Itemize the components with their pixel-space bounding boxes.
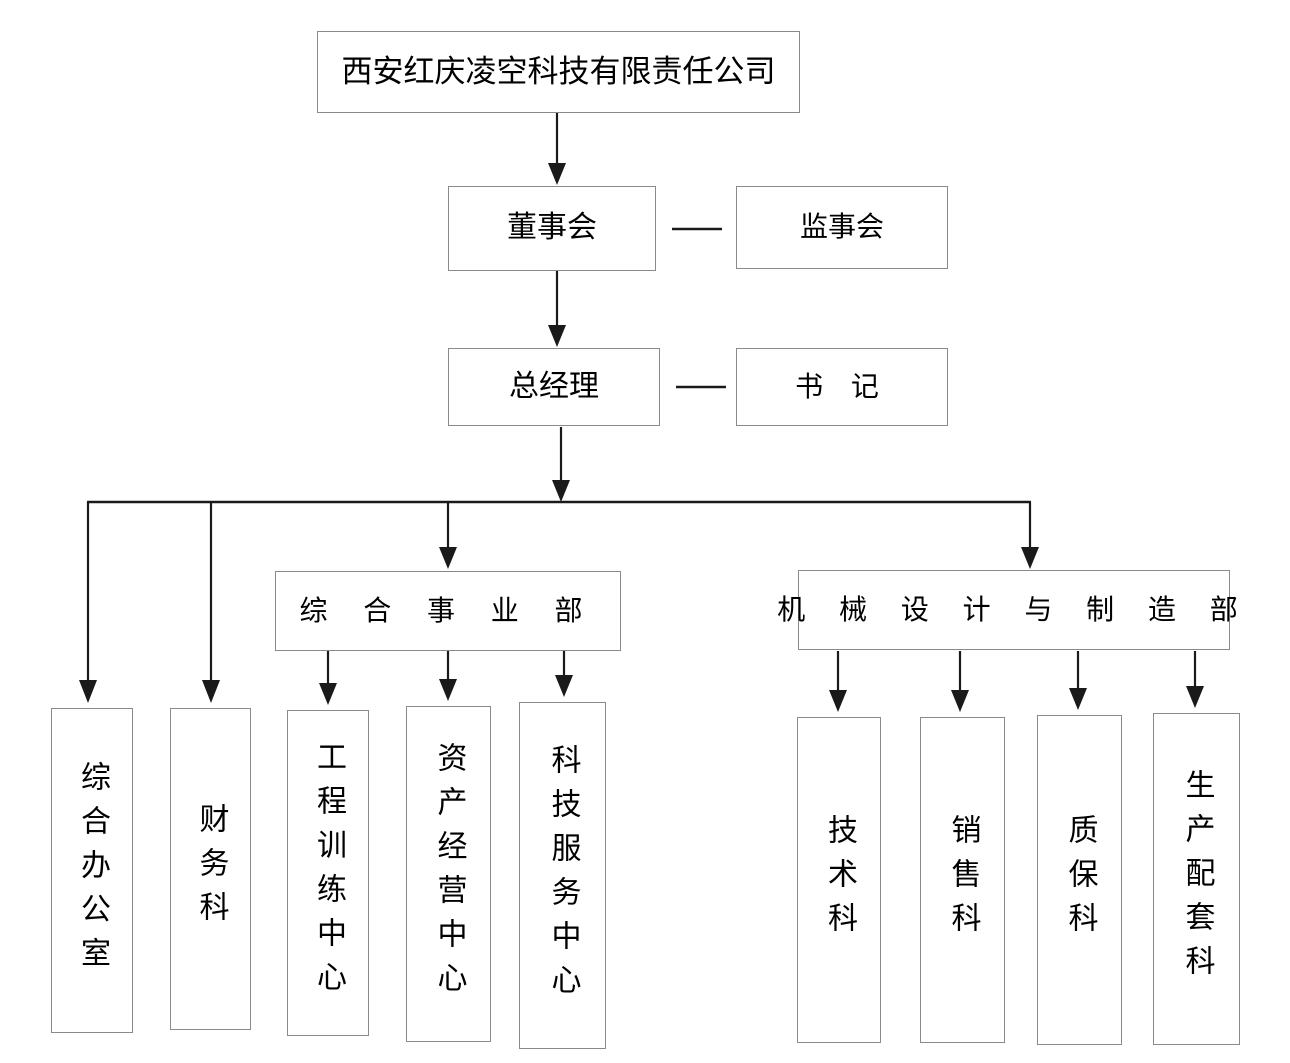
edge-bus-to-general-office — [79, 502, 97, 703]
node-quality-assurance-section[interactable]: 质保科 — [1037, 715, 1122, 1045]
node-sales-section-label: 销售科 — [946, 814, 980, 946]
node-general-office[interactable]: 综合办公室 — [51, 708, 133, 1033]
edge-bus-to-finance — [202, 502, 220, 703]
edge-dept-comprehensive-to-engineering-training — [319, 651, 337, 705]
node-general-manager-label: 总经理 — [509, 369, 599, 403]
node-department-mechanical-label: 机 械 设 计 与 制 造 部 — [777, 593, 1251, 625]
node-asset-management-center[interactable]: 资产经营中心 — [406, 706, 491, 1042]
node-engineering-training-center[interactable]: 工程训练中心 — [287, 710, 369, 1036]
node-tech-service-center-label: 科技服务中心 — [546, 743, 580, 1008]
node-party-secretary[interactable]: 书 记 — [736, 348, 948, 426]
node-department-comprehensive[interactable]: 综 合 事 业 部 — [275, 571, 621, 651]
edge-board-to-gm — [548, 271, 566, 347]
node-technology-section[interactable]: 技术科 — [797, 717, 881, 1043]
node-party-secretary-label: 书 记 — [795, 370, 889, 402]
edge-dept-mechanical-to-sales — [951, 651, 969, 712]
node-general-office-label: 综合办公室 — [76, 760, 109, 981]
edge-dept-comprehensive-to-tech-service — [555, 651, 573, 697]
node-tech-service-center[interactable]: 科技服务中心 — [519, 702, 606, 1049]
node-department-comprehensive-label: 综 合 事 业 部 — [299, 594, 597, 626]
node-board-of-supervisors-label: 监事会 — [799, 211, 884, 243]
edge-dept-mechanical-to-quality-assurance — [1069, 651, 1087, 710]
edge-dept-comprehensive-to-asset-management — [439, 651, 457, 701]
node-technology-section-label: 技术科 — [823, 814, 856, 946]
node-production-support-section[interactable]: 生产配套科 — [1153, 713, 1240, 1045]
edge-bus-to-dept-comprehensive — [439, 502, 457, 569]
node-board-of-directors-label: 董事会 — [507, 211, 597, 245]
edge-gm-to-bus — [552, 427, 570, 502]
node-quality-assurance-section-label: 质保科 — [1063, 814, 1097, 946]
node-department-mechanical[interactable]: 机 械 设 计 与 制 造 部 — [777, 570, 1238, 650]
node-asset-management-center-label: 资产经营中心 — [432, 742, 466, 1006]
edge-bus-to-dept-mechanical — [1021, 502, 1039, 569]
node-board-of-supervisors[interactable]: 监事会 — [736, 186, 948, 269]
node-finance-section[interactable]: 财务科 — [170, 708, 251, 1030]
node-general-manager[interactable]: 总经理 — [448, 348, 660, 426]
node-production-support-section-label: 生产配套科 — [1180, 769, 1214, 989]
edge-dept-mechanical-to-technology — [829, 651, 847, 712]
edge-company-to-board — [548, 113, 566, 185]
node-company-label: 西安红庆凌空科技有限责任公司 — [341, 54, 776, 90]
edge-dept-mechanical-to-production-support — [1186, 651, 1204, 708]
node-company[interactable]: 西安红庆凌空科技有限责任公司 — [317, 31, 800, 113]
node-finance-section-label: 财务科 — [194, 803, 228, 935]
node-sales-section[interactable]: 销售科 — [920, 717, 1005, 1043]
node-engineering-training-center-label: 工程训练中心 — [312, 741, 345, 1005]
node-board-of-directors[interactable]: 董事会 — [448, 186, 656, 271]
